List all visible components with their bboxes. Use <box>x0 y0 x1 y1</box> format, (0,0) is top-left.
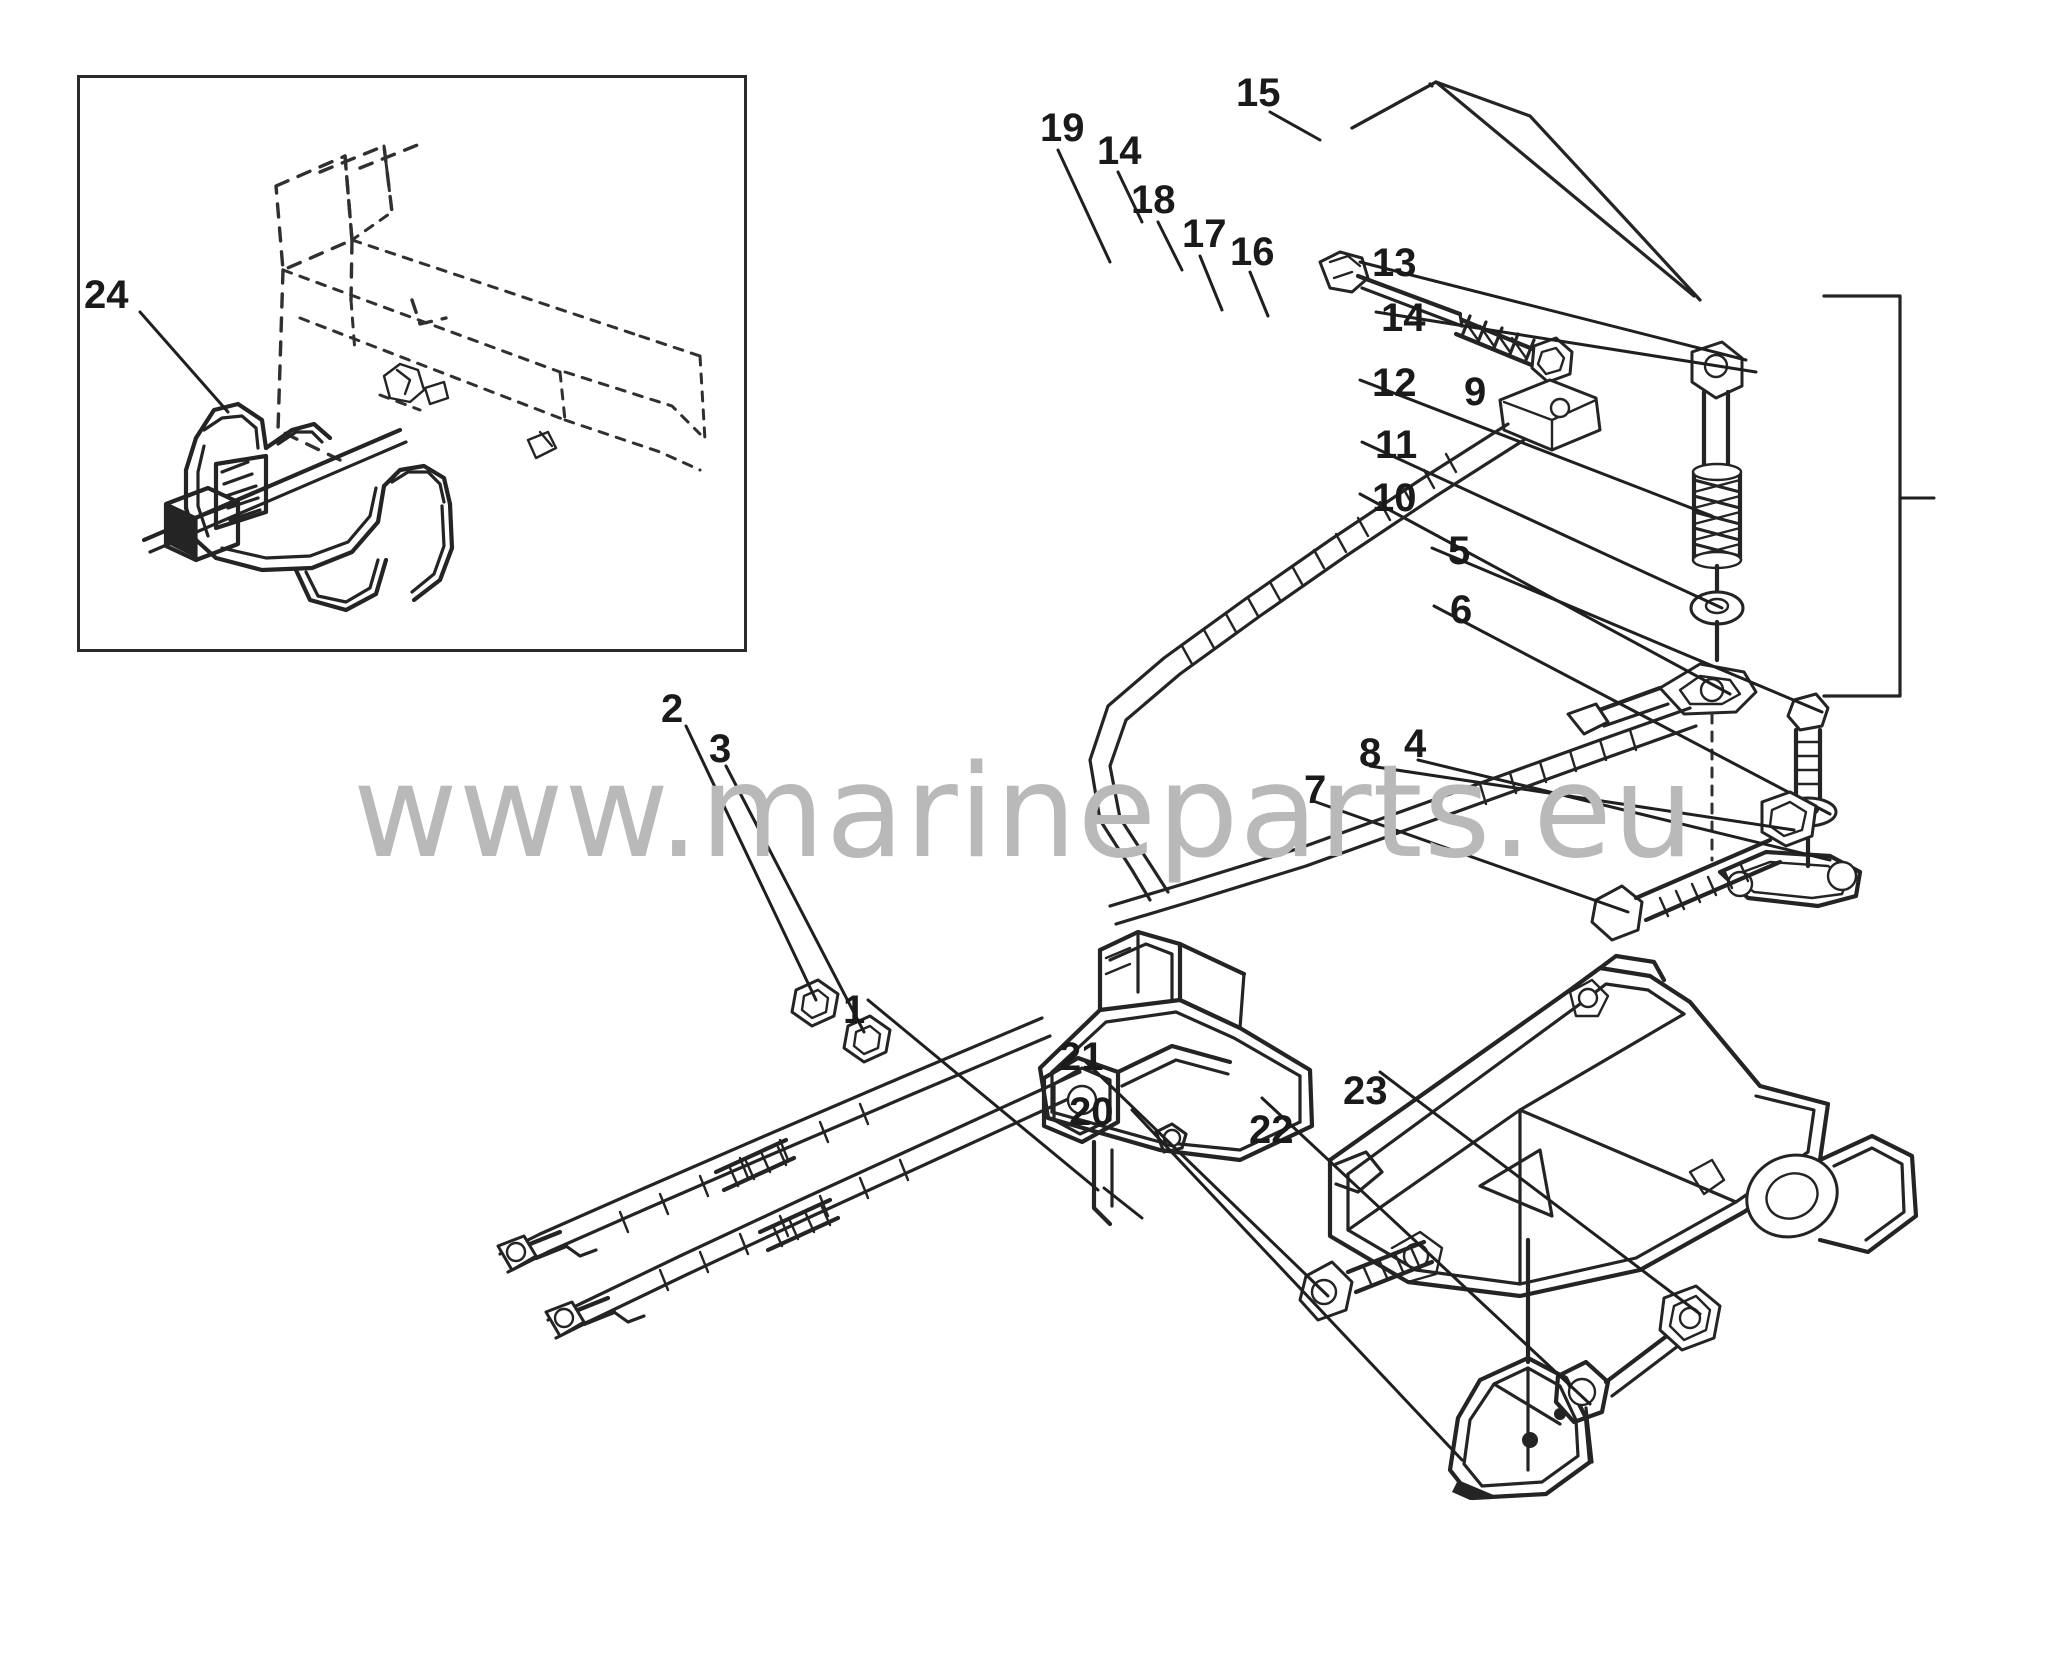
shift-rod-assembly-art <box>1358 260 1936 862</box>
callout-5: 5 <box>1448 529 1471 573</box>
shift-bracket-art <box>866 929 1315 1227</box>
leader-5 <box>1430 546 1824 714</box>
callout-14a: 14 <box>1097 129 1142 173</box>
leader-12 <box>1358 378 1714 518</box>
callout-1: 1 <box>843 988 866 1032</box>
detail-inset-box <box>77 75 747 652</box>
leader-14a <box>1116 170 1144 224</box>
callout-7: 7 <box>1304 768 1327 812</box>
callout-4: 4 <box>1404 722 1427 766</box>
clamp-bracket-art <box>1084 1060 1722 1501</box>
callout-3: 3 <box>709 727 732 771</box>
leader-14b <box>1374 310 1758 374</box>
leader-22 <box>1260 1096 1592 1406</box>
callout-20: 20 <box>1069 1090 1114 1134</box>
callout-11: 11 <box>1375 423 1418 467</box>
callout-21: 21 <box>1059 1035 1104 1079</box>
callout-24: 24 <box>84 273 129 317</box>
swivel-bracket-art <box>1327 953 1919 1299</box>
leader-7 <box>1314 800 1630 914</box>
callout-22: 22 <box>1249 1108 1294 1152</box>
callout-2: 2 <box>661 687 684 731</box>
control-cables-art <box>496 422 1698 1340</box>
leader-24 <box>138 310 230 414</box>
callout-23: 23 <box>1343 1069 1388 1113</box>
cable-joint-assembly-art <box>1056 80 1702 452</box>
leader-20 <box>1130 1108 1464 1462</box>
nut2-washer3-art <box>684 724 892 1064</box>
callout-16: 16 <box>1230 230 1275 274</box>
leader-13 <box>1358 260 1748 362</box>
callout-18: 18 <box>1131 178 1176 222</box>
leader-11 <box>1360 440 1724 610</box>
callout-6: 6 <box>1450 588 1473 632</box>
leader-23 <box>1378 1070 1702 1316</box>
callout-9: 9 <box>1464 370 1487 414</box>
leader-21 <box>1084 1060 1330 1298</box>
leader-6 <box>1432 604 1832 816</box>
leader-18 <box>1156 220 1184 272</box>
callout-14b: 14 <box>1381 296 1426 340</box>
callout-12: 12 <box>1372 361 1417 405</box>
callout-15: 15 <box>1236 71 1281 115</box>
callout-17: 17 <box>1182 212 1227 256</box>
leader-17 <box>1198 254 1224 312</box>
callout-19: 19 <box>1040 106 1085 150</box>
leader-4 <box>1416 758 1832 862</box>
leader-2 <box>684 724 818 1002</box>
inset-detail-art <box>141 140 707 613</box>
callout-10: 10 <box>1372 476 1417 520</box>
leader-3 <box>724 764 866 1034</box>
leader-8 <box>1368 764 1796 832</box>
link-arm-art <box>1314 758 1863 942</box>
leader-1 <box>1102 1186 1144 1220</box>
callout-8: 8 <box>1359 731 1382 775</box>
leader-19 <box>1056 148 1112 264</box>
callout-13: 13 <box>1372 241 1417 285</box>
leader-16 <box>1248 270 1270 318</box>
